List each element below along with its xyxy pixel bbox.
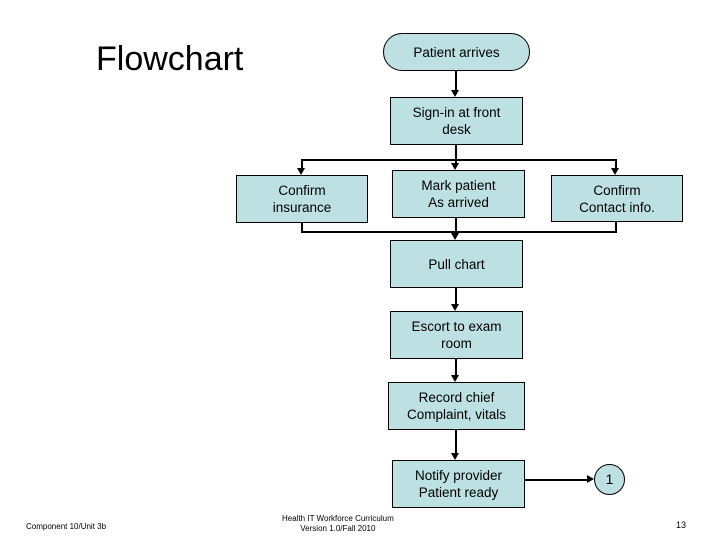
flow-node-escort-to-exam-room[interactable]: Escort to exam room [390, 311, 523, 359]
flow-node-confirm-contact-info[interactable]: Confirm Contact info. [551, 175, 683, 222]
arrowhead-connector-1 [587, 475, 594, 483]
arrowhead-confirm-contact-info [611, 168, 619, 175]
arrowhead-pull-chart [451, 233, 459, 240]
footer-curriculum-label: Health IT Workforce Curriculum Version 1… [282, 514, 394, 533]
arrowhead-confirm-insurance [297, 168, 305, 175]
edge-merge-bus [301, 231, 617, 233]
edge-branch-bus [301, 159, 617, 161]
flow-node-confirm-insurance[interactable]: Confirm insurance [236, 175, 368, 223]
arrowhead-mark-patient-arrived [451, 163, 459, 170]
arrowhead-record-chief-complaint [451, 375, 459, 382]
edge-merge-leg-right [615, 222, 617, 232]
footer-page-number: 13 [676, 520, 687, 530]
flow-node-sign-in[interactable]: Sign-in at front desk [390, 97, 523, 145]
arrowhead-escort-to-exam-room [451, 304, 459, 311]
edge-merge-leg-left [301, 223, 303, 232]
edge-branch-leg-left [301, 159, 303, 168]
flow-node-mark-patient-arrived[interactable]: Mark patient As arrived [392, 170, 525, 218]
edge-branch-leg-right [615, 159, 617, 168]
footer-component-label: Component 10/Unit 3b [26, 522, 107, 531]
edge-patient-arrives-to-sign-in [455, 71, 457, 90]
edge-pull-chart-to-escort [455, 288, 457, 304]
flow-node-record-chief-complaint[interactable]: Record chief Complaint, vitals [388, 382, 525, 430]
arrowhead-notify-provider [451, 453, 459, 460]
edge-escort-to-record-chief [455, 359, 457, 375]
edge-record-chief-to-notify-provider [455, 430, 457, 453]
flow-node-pull-chart[interactable]: Pull chart [390, 240, 523, 288]
flow-node-notify-provider[interactable]: Notify provider Patient ready [392, 460, 525, 508]
flow-connector-1[interactable]: 1 [594, 464, 625, 495]
edge-branch-leg-center [455, 159, 457, 163]
flow-node-patient-arrives[interactable]: Patient arrives [383, 33, 530, 71]
edge-sign-in-to-branch-bus [455, 145, 457, 160]
edge-mark-patient-to-merge-bus [455, 218, 457, 233]
edge-notify-provider-to-connector-1 [525, 479, 587, 481]
page-title: Flowchart [96, 40, 244, 78]
arrowhead-sign-in [451, 90, 459, 97]
